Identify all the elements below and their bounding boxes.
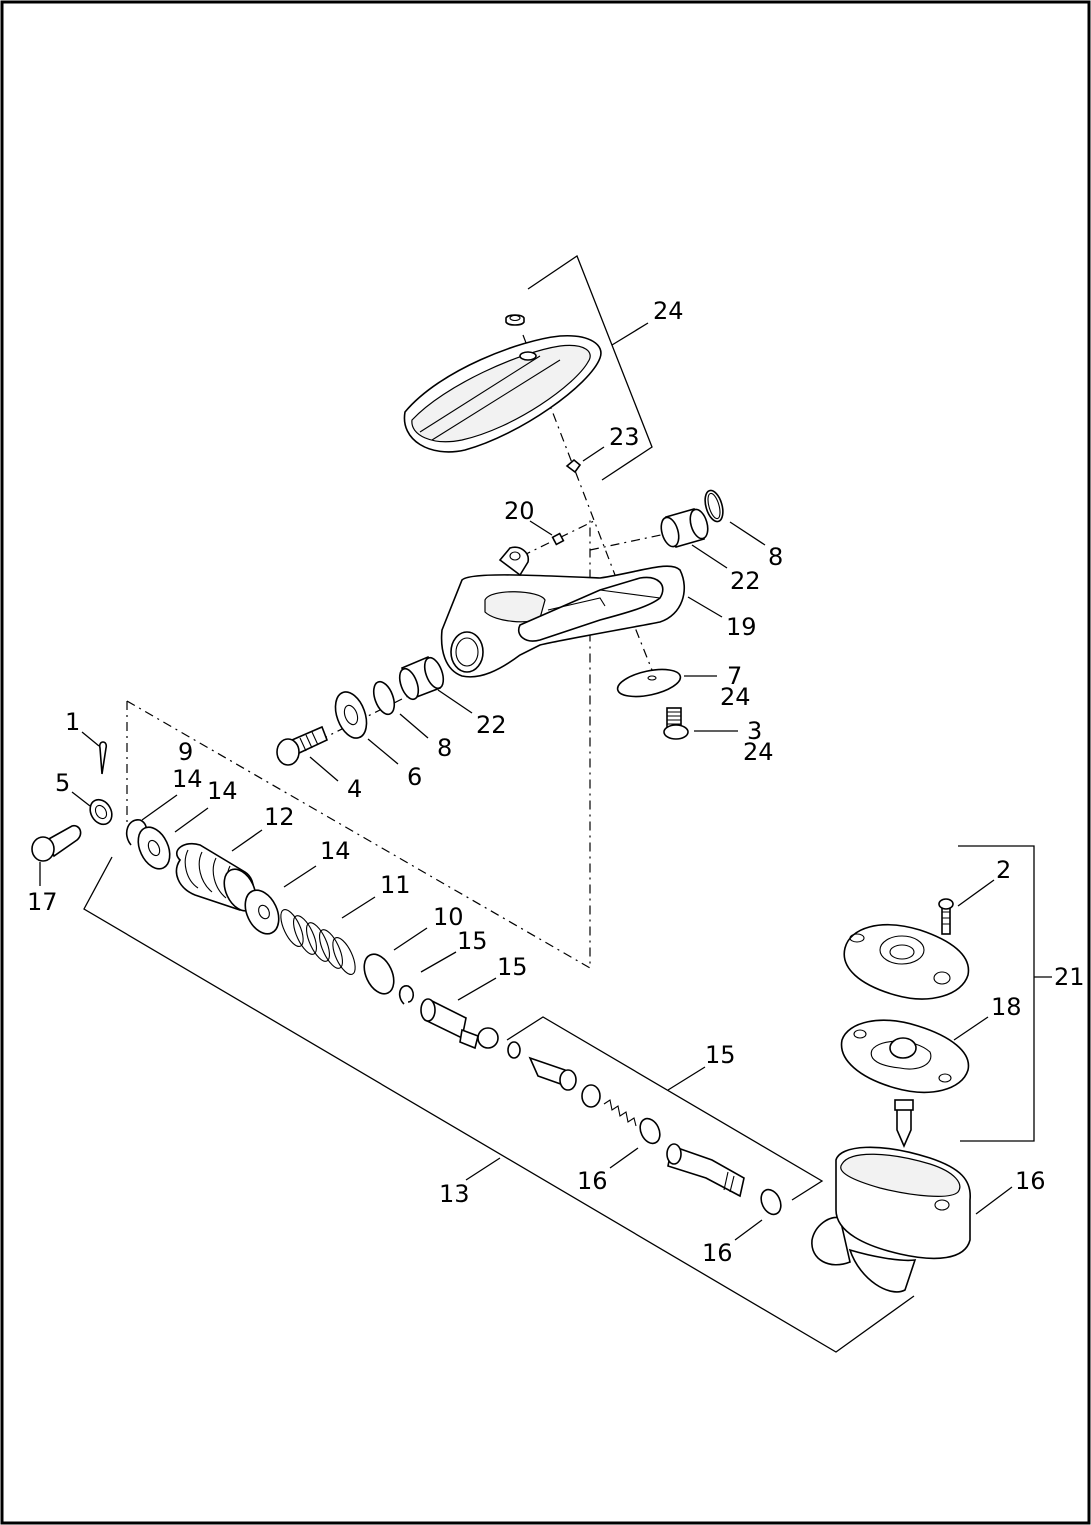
callout-10: 10 (433, 903, 464, 931)
brake-lever (440, 546, 685, 678)
o-ring-lower-part (760, 1188, 782, 1216)
washer-part (616, 668, 682, 698)
fitting-part (666, 1143, 745, 1198)
snap-ring-part (363, 953, 395, 995)
piston-spring-part (603, 1099, 637, 1127)
callout-21: 21 (1054, 963, 1085, 991)
callout-12: 12 (264, 803, 295, 831)
callout-5: 5 (55, 769, 70, 797)
seal-ring-part (639, 1117, 661, 1145)
callout-24: 24 (720, 683, 751, 711)
spring-part (280, 909, 356, 975)
bushing-upper (660, 489, 724, 548)
callout-3: 3 (747, 717, 762, 745)
callout-14: 14 (207, 777, 238, 805)
callout-23: 23 (609, 423, 640, 451)
callout-14: 14 (172, 765, 203, 793)
locknut-part (89, 798, 113, 826)
bleeder-part (894, 1099, 914, 1148)
callout-8: 8 (437, 734, 452, 762)
callout-16: 16 (702, 1239, 733, 1267)
callout-19: 19 (726, 613, 757, 641)
callout-15: 15 (497, 953, 528, 981)
gasket-part (840, 1019, 970, 1094)
callout-18: 18 (991, 993, 1022, 1021)
pin-part (565, 458, 582, 474)
master-cylinder-body-part (811, 1146, 971, 1293)
screw-part (938, 898, 954, 935)
flange-bolt-part (663, 707, 689, 740)
callout-7: 7 (727, 662, 742, 690)
callout-labels: 24 23 20 8 22 19 7 24 3 24 22 8 6 4 1 9 … (27, 297, 1085, 1267)
callout-16: 16 (1015, 1167, 1046, 1195)
o-ring-part (372, 680, 396, 716)
callout-6: 6 (407, 763, 422, 791)
callout-2: 2 (996, 856, 1011, 884)
bushing-lower (398, 655, 445, 701)
callout-15: 15 (457, 927, 488, 955)
callout-17: 17 (27, 888, 58, 916)
callout-14: 14 (320, 837, 351, 865)
boot-washer-part (137, 826, 171, 870)
callout-13: 13 (439, 1180, 470, 1208)
pivot-bolt-part (276, 725, 329, 766)
footpeg-pad (403, 314, 602, 453)
dowel-pin-part (551, 532, 565, 546)
callout-20: 20 (504, 497, 535, 525)
piston-part (507, 1041, 601, 1108)
callout-24: 24 (743, 738, 774, 766)
small-clip-part (398, 985, 415, 1005)
callout-11: 11 (380, 871, 411, 899)
callout-22: 22 (476, 711, 507, 739)
leader-lines (39, 322, 1013, 1241)
callout-8: 8 (768, 543, 783, 571)
cotter-pin-part (98, 741, 108, 775)
spacer-washer-part (334, 691, 368, 739)
spring-washer-part (244, 889, 280, 935)
reservoir-cover-part (843, 924, 970, 1000)
clevis-pin-part (31, 824, 82, 862)
callout-24: 24 (653, 297, 684, 325)
callout-16: 16 (577, 1167, 608, 1195)
pushrod-part (420, 998, 499, 1050)
callout-15: 15 (705, 1041, 736, 1069)
callout-9: 9 (178, 738, 193, 766)
callout-1: 1 (65, 708, 80, 736)
callout-4: 4 (347, 775, 362, 803)
bracket-lines (83, 255, 1052, 1353)
callout-22: 22 (730, 567, 761, 595)
